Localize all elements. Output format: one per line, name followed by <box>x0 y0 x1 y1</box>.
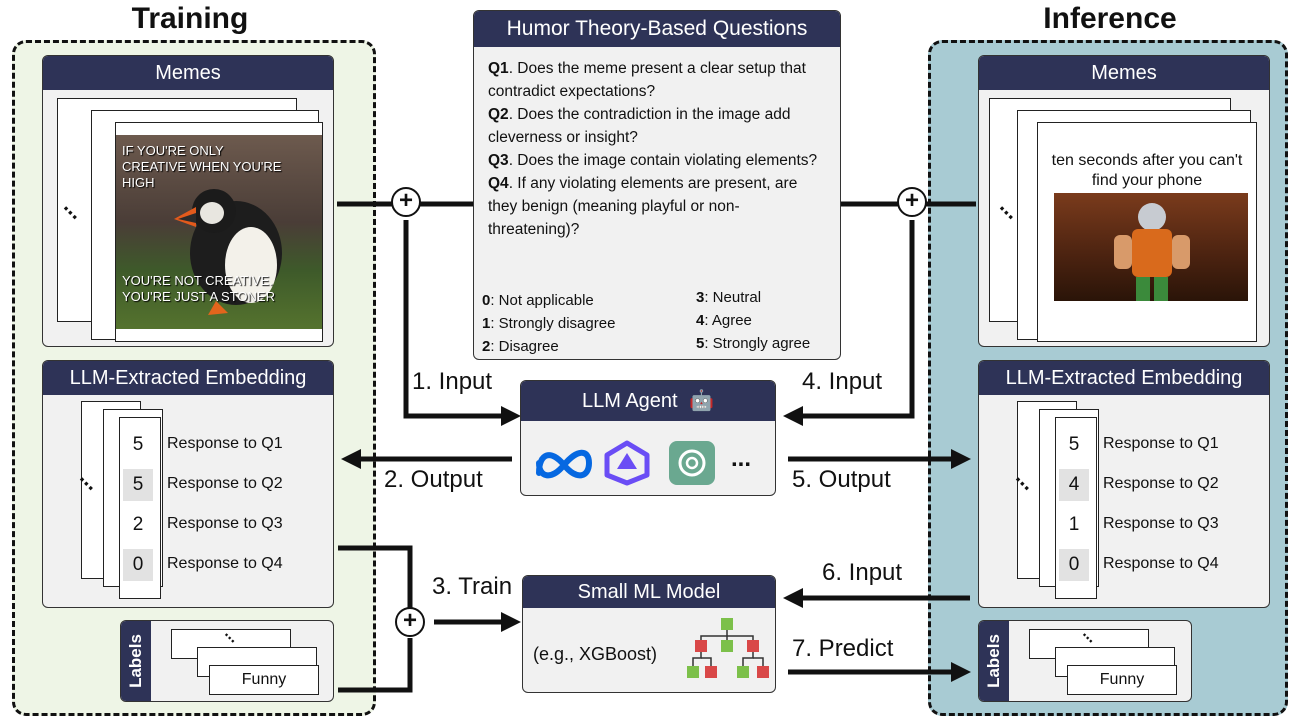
score-value: 4 <box>1059 469 1089 501</box>
labels-tab: Labels <box>979 621 1009 701</box>
combine-plus-icon: + <box>897 187 927 217</box>
scale-item: 5: Strongly agree <box>696 335 811 352</box>
labels-tab-text: Labels <box>983 634 1003 688</box>
embedding-header: LLM-Extracted Embedding <box>979 361 1269 395</box>
llm-agent-header: LLM Agent 🤖 <box>521 381 775 421</box>
labels-tab: Labels <box>121 621 151 701</box>
scale-right: 3: Neutral 4: Agree 5: Strongly agree <box>696 286 810 355</box>
meme-card-front: IF YOU'RE ONLY CREATIVE WHEN YOU'RE HIGH… <box>115 122 323 342</box>
score-value: 5 <box>123 469 153 501</box>
inference-memes-panel: Memes ten seconds after you can't find y… <box>978 55 1270 347</box>
memes-header: Memes <box>979 56 1269 90</box>
qwen-logo-icon <box>604 440 650 486</box>
funny-label: Funny <box>1099 671 1145 688</box>
ml-model-header: Small ML Model <box>523 576 775 608</box>
chatgpt-logo-icon <box>669 441 715 485</box>
questions-list: Q1. Does the meme present a clear setup … <box>488 57 828 241</box>
step-7-label: 7. Predict <box>792 635 894 662</box>
label-card-front: Funny <box>1067 665 1177 695</box>
score-value: 5 <box>1068 434 1080 455</box>
inference-labels-panel: Labels Funny ... <box>978 620 1192 702</box>
step-5-label: 5. Output <box>792 466 891 493</box>
scale-item: 3: Neutral <box>696 289 762 306</box>
training-memes-panel: Memes IF YOU'RE ONLY CREATIVE WHEN YOU'R… <box>42 55 334 347</box>
response-label: Response to Q2 <box>1103 475 1219 492</box>
questions-panel: Humor Theory-Based Questions Q1. Does th… <box>473 10 841 360</box>
score-value: 1 <box>1068 514 1080 535</box>
training-title: Training <box>131 2 249 35</box>
embedding-header: LLM-Extracted Embedding <box>43 361 333 395</box>
meme-card-front: ten seconds after you can't find your ph… <box>1037 122 1257 342</box>
score-value: 5 <box>132 434 144 455</box>
scale-item: 0: Not applicable <box>482 292 594 309</box>
step-6-label: 6. Input <box>822 559 903 586</box>
llm-agent-title: LLM Agent <box>581 390 678 412</box>
question-4: Q4. If any violating elements are presen… <box>488 175 798 238</box>
meme-top-text: IF YOU'RE ONLY CREATIVE WHEN YOU'RE HIGH <box>122 143 282 190</box>
questions-header: Humor Theory-Based Questions <box>474 11 840 47</box>
response-label: Response to Q4 <box>167 555 283 572</box>
llm-agent-panel: LLM Agent 🤖 ... <box>520 380 776 496</box>
more-models-ellipsis: ... <box>731 445 752 472</box>
step-2-label: 2. Output <box>384 466 483 493</box>
decision-tree-icon <box>687 618 769 678</box>
response-label: Response to Q4 <box>1103 555 1219 572</box>
question-2: Q2. Does the contradiction in the image … <box>488 106 791 146</box>
response-label: Response to Q3 <box>1103 515 1219 532</box>
meta-logo-icon <box>536 449 593 479</box>
puffin-meme-image: IF YOU'RE ONLY CREATIVE WHEN YOU'RE HIGH… <box>116 135 322 329</box>
meme-caption: ten seconds after you can't find your ph… <box>1051 152 1243 189</box>
training-labels-panel: Labels Funny ... <box>120 620 334 702</box>
label-card-front: Funny <box>209 665 319 695</box>
score-value: 0 <box>1059 549 1089 581</box>
knight-meme-image <box>1054 193 1248 301</box>
inference-title: Inference <box>1043 2 1177 35</box>
robot-icon: 🤖 <box>689 390 715 412</box>
step-3-label: 3. Train <box>432 573 513 600</box>
response-label: Response to Q3 <box>167 515 283 532</box>
funny-label: Funny <box>241 671 287 688</box>
knight-icon <box>1114 203 1190 301</box>
puffin-icon <box>174 189 282 315</box>
scale-item: 4: Agree <box>696 312 752 329</box>
combine-plus-icon: + <box>391 187 421 217</box>
ml-model-panel: Small ML Model (e.g., XGBoost) <box>522 575 776 693</box>
scale-left: 0: Not applicable 1: Strongly disagree 2… <box>482 289 615 358</box>
question-1: Q1. Does the meme present a clear setup … <box>488 60 806 100</box>
chatgpt-swirl-icon <box>678 449 706 477</box>
memes-header: Memes <box>43 56 333 90</box>
response-label: Response to Q2 <box>167 475 283 492</box>
response-label: Response to Q1 <box>167 435 283 452</box>
response-label: Response to Q1 <box>1103 435 1219 452</box>
ml-model-example: (e.g., XGBoost) <box>533 644 658 664</box>
step-4-label: 4. Input <box>802 368 883 395</box>
scale-item: 1: Strongly disagree <box>482 315 616 332</box>
meme-bottom-text: YOU'RE NOT CREATIVE. YOU'RE JUST A STONE… <box>122 273 275 304</box>
step-1-label: 1. Input <box>412 368 493 395</box>
labels-tab-text: Labels <box>125 634 145 688</box>
score-value: 0 <box>123 549 153 581</box>
combine-plus-icon: + <box>395 607 425 637</box>
question-3: Q3. Does the image contain violating ele… <box>488 152 818 169</box>
scale-item: 2: Disagree <box>482 338 559 355</box>
score-value: 2 <box>132 514 144 535</box>
